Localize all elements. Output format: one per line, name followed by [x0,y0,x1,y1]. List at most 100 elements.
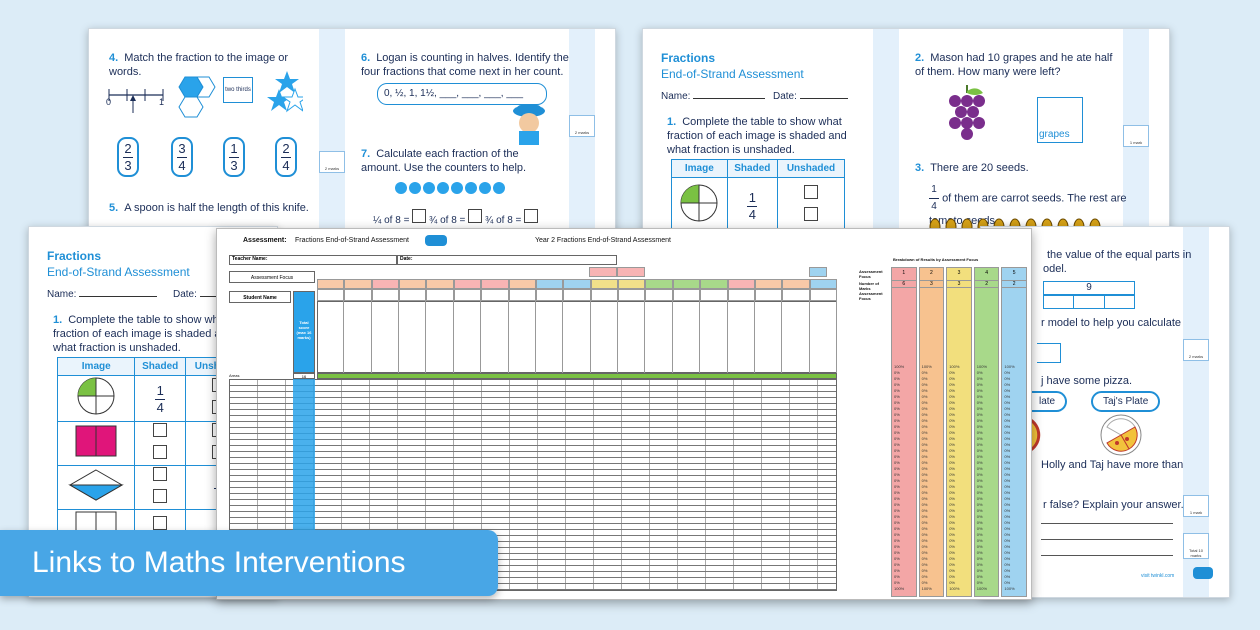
question-7: 7.Calculate each fraction of the amount.… [361,148,527,174]
logan-avatar-icon [513,105,545,145]
af-percentage: 0% [949,388,955,393]
teacher-name-field[interactable]: Teacher Name: [229,255,397,265]
answer-box[interactable] [468,209,483,223]
af-percentage: 0% [921,430,928,435]
question-number-cell [700,289,728,301]
question-number-cell [645,289,673,301]
question-description-cell [399,301,427,373]
af-percentage: 0% [1004,442,1011,447]
name-field[interactable]: Name: [661,91,766,102]
areas-label: Areas [229,373,240,378]
af-number: 1 [902,270,906,276]
pizza-icon [1100,414,1142,456]
taj-plate-label: Taj's Plate [1091,391,1161,412]
af-percentage: 0% [1004,466,1011,471]
answer-box[interactable] [1037,343,1061,363]
af-percentage: 0% [949,418,955,423]
af-percentage: 0% [894,520,900,525]
af-percentage: 0% [894,460,900,465]
question-description-cell [645,301,673,373]
af-percentage: 0% [921,424,928,429]
af-percentage: 0% [894,400,900,405]
maths-interventions-banner[interactable]: Links to Maths Interventions [0,530,498,596]
assessment-spreadsheet: Assessment: Fractions End-of-Strand Asse… [216,228,1032,600]
quarter-circle-image [56,375,136,422]
shaded-answer[interactable] [134,421,186,466]
af-percentage: 0% [894,388,900,393]
af-percentage: 0% [976,436,983,441]
answer-box[interactable] [524,209,539,223]
af-percentage: 0% [894,574,900,579]
af-percentage: 0% [949,370,955,375]
mark-box: 2 marks [569,115,595,137]
question-text: j have some pizza. [1041,375,1133,387]
af-percentage: 0% [921,382,928,387]
af-percentage: 100% [1004,364,1015,369]
af-percentage: 0% [976,406,983,411]
answer-line[interactable] [1041,539,1173,540]
shaded-answer[interactable] [134,465,186,510]
af-percentage: 0% [894,550,900,555]
af-number: 3 [957,270,961,276]
mark-box: 1 mark [1123,125,1149,147]
question-1: 1.Complete the table to show what fracti… [667,116,847,156]
question-description-cell [509,301,536,373]
fraction-of-amount-row: ¼ of 8 = ¾ of 8 = ¾ of 8 = [373,209,539,226]
answer-line[interactable] [1041,555,1173,556]
af-percentage: 0% [921,490,928,495]
af-percentage: 0% [1004,436,1011,441]
question-header-cell [590,279,619,289]
footer-link[interactable]: visit twinkl.com [1141,573,1175,579]
date-field[interactable]: Date: [773,91,848,102]
answer-box[interactable] [412,209,427,223]
af-marks: 2 [974,280,999,288]
af-percentage: 0% [894,370,900,375]
af-percentage: 0% [921,418,928,423]
af-percentage: 0% [949,376,955,381]
date-field[interactable]: Date: [173,289,230,300]
grapes-answer-box[interactable] [1037,97,1083,143]
number-line-image [108,71,303,118]
answer-line[interactable] [1041,523,1173,524]
af-percentage: 0% [1004,562,1011,567]
af-number: 5 [1012,270,1016,276]
question-text: r false? Explain your answer. [1043,499,1184,511]
af-number: 2 [930,270,933,276]
af-percentage: 0% [949,562,955,567]
question-number-cell [535,289,564,301]
af-percentage: 0% [976,448,983,453]
question-number-cell [371,289,400,301]
halves-count-sequence[interactable]: 0, ½, 1, 1½, ___, ___, ___, ___ [377,83,547,105]
assessment-name: Fractions End-of-Strand Assessment [295,237,409,244]
af-percentage: 0% [921,484,928,489]
af-percentage: 0% [976,424,983,429]
name-field[interactable]: Name: [47,289,158,300]
af-percentage: 0% [976,574,983,579]
unshaded-answer[interactable] [777,177,845,234]
side-label-focus: Assessment Focus [859,269,883,279]
question-number-cell [481,289,509,301]
question-4: 4.Match the fraction to the image or wor… [109,52,289,78]
af-percentage: 0% [921,508,928,513]
af-percentage: 0% [894,478,900,483]
af-percentage: 100% [894,586,905,591]
af-percentage: 0% [1004,496,1011,501]
af-percentage: 0% [1004,478,1011,483]
af-percentage: 0% [949,496,955,501]
af-percentage: 0% [1004,460,1011,465]
af-percentage: 100% [976,586,988,591]
question-header-cell [535,279,564,289]
date-field[interactable]: Date: [397,255,617,265]
af-percentage: 0% [949,568,955,573]
question-description-cell [810,301,837,373]
question-number-cell [563,289,591,301]
pizza-icon [1029,417,1041,453]
af-percentage: 0% [949,520,955,525]
